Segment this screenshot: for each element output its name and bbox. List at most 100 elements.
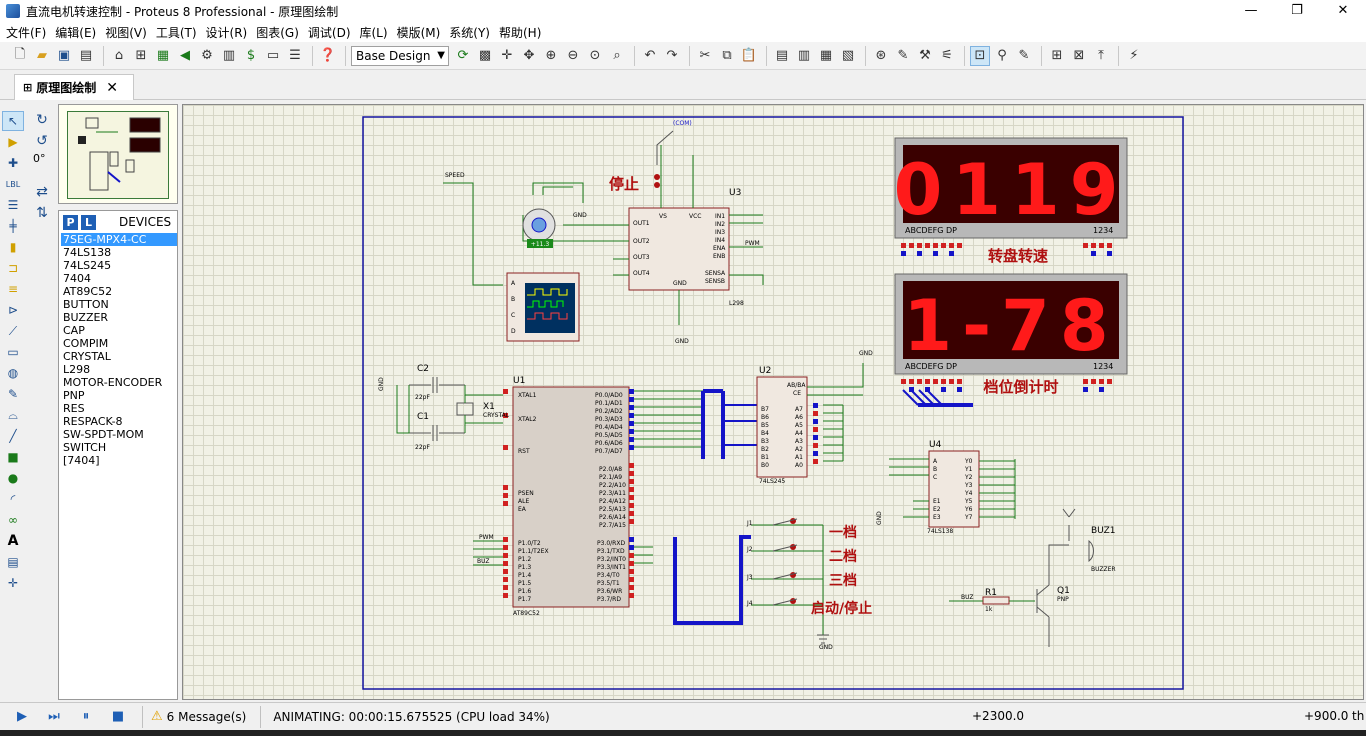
play-icon[interactable]: ▶ [17, 709, 27, 724]
device-list-item[interactable]: SW-SPDT-MOM [63, 428, 144, 441]
stop-icon[interactable]: ■ [111, 709, 125, 724]
zoom-in-icon[interactable]: ⊕ [545, 48, 557, 63]
zoom-area-icon[interactable]: ⌕ [613, 48, 621, 63]
paste-icon[interactable]: 📋 [740, 48, 758, 63]
device-list-item[interactable]: L298 [63, 363, 91, 376]
block-move-icon[interactable]: ▥ [797, 48, 811, 63]
menu-template[interactable]: 模版(M) [396, 25, 441, 40]
wire-autorouter-icon[interactable]: ⊡ [970, 45, 990, 66]
save-icon[interactable]: ▣ [57, 48, 71, 63]
cut-icon[interactable]: ✂ [699, 48, 711, 63]
text-script-mode-icon[interactable]: ☰ [7, 198, 19, 212]
menu-system[interactable]: 系统(Y) [449, 25, 490, 40]
device-list-item[interactable]: RESPACK-8 [63, 415, 123, 428]
bom-icon[interactable]: ▥ [222, 48, 236, 63]
redo-icon[interactable]: ↷ [666, 48, 678, 63]
source-code-icon[interactable]: $ [246, 48, 256, 63]
symbol-tool-icon[interactable]: ▤ [7, 555, 19, 569]
arc-tool-icon[interactable]: ◜ [10, 492, 16, 506]
close-project-icon[interactable]: ▤ [79, 48, 93, 63]
menu-file[interactable]: 文件(F) [6, 25, 47, 40]
probe-mode-icon[interactable]: ◍ [7, 366, 19, 380]
minimize-button[interactable]: — [1244, 3, 1258, 18]
generator-mode-icon[interactable]: ⊳ [7, 303, 19, 317]
property-tool-icon[interactable]: ✎ [1018, 48, 1030, 63]
notes-icon[interactable]: ☰ [289, 48, 301, 63]
mirror-horizontal-icon[interactable]: ⇄ [36, 184, 48, 200]
menu-graph[interactable]: 图表(G) [256, 25, 299, 40]
block-rotate-icon[interactable]: ▦ [819, 48, 833, 63]
block-delete-icon[interactable]: ▧ [841, 48, 855, 63]
home-icon[interactable]: ⌂ [114, 48, 124, 63]
schematic-canvas[interactable]: 0119 ABCDEFG DP 1234 转盘转速 1-78 ABCDEFG D… [182, 104, 1364, 700]
new-file-icon[interactable]: 🗋 [14, 46, 26, 62]
step-icon[interactable]: ⏭ [48, 709, 60, 724]
rotate-cw-icon[interactable]: ↻ [36, 112, 48, 128]
pick-device-icon[interactable]: ⊛ [875, 48, 887, 63]
copy-icon[interactable]: ⧉ [722, 48, 732, 63]
help-icon[interactable]: ❓ [319, 48, 337, 63]
design-explorer-icon[interactable]: ▭ [266, 48, 280, 63]
device-list-item[interactable]: RES [63, 402, 85, 415]
device-list-item[interactable]: 7404 [63, 272, 91, 285]
device-list-item[interactable]: 74LS245 [63, 259, 112, 272]
gerber-icon[interactable]: ⚙ [201, 48, 213, 63]
menu-debug[interactable]: 调试(D) [307, 25, 351, 40]
device-list-item[interactable]: SWITCH [63, 441, 107, 454]
voltage-probe-icon[interactable]: ✎ [7, 387, 19, 401]
pause-icon[interactable]: ⏸ [82, 709, 90, 724]
device-list-item[interactable]: CRYSTAL [63, 350, 111, 363]
line-tool-icon[interactable]: ╱ [9, 429, 17, 443]
search-icon[interactable]: ⚲ [997, 48, 1007, 63]
schematic-icon[interactable]: ⊞ [135, 48, 147, 63]
menu-library[interactable]: 库(L) [359, 25, 388, 40]
tape-recorder-icon[interactable]: ▭ [7, 345, 19, 359]
zoom-out-icon[interactable]: ⊖ [567, 48, 579, 63]
device-list-item[interactable]: PNP [63, 389, 85, 402]
library-manager-button[interactable]: L [81, 214, 96, 230]
electrical-check-icon[interactable]: ⚡ [1129, 48, 1139, 63]
package-tool-icon[interactable]: ⚒ [919, 48, 931, 63]
grid-icon[interactable]: ▩ [478, 48, 492, 63]
menu-edit[interactable]: 编辑(E) [55, 25, 97, 40]
rotate-ccw-icon[interactable]: ↺ [36, 133, 48, 149]
terminal-mode-icon[interactable]: ⊐ [7, 261, 19, 275]
device-list-item[interactable]: [7404] [63, 454, 100, 467]
origin-icon[interactable]: ✛ [501, 48, 513, 63]
box-tool-icon[interactable]: ■ [7, 450, 19, 464]
exit-parent-icon[interactable]: ⤒ [1098, 48, 1104, 63]
graph-mode-icon[interactable]: ⟋ [8, 323, 18, 338]
device-list-item[interactable]: BUZZER [63, 311, 109, 324]
bus-mode-icon[interactable]: ╪ [9, 219, 17, 233]
overview-window[interactable] [58, 104, 178, 204]
device-list-item[interactable]: BUTTON [63, 298, 109, 311]
device-list-item[interactable]: AT89C52 [63, 285, 113, 298]
junction-mode-icon[interactable]: ✚ [7, 156, 19, 170]
instrument-mode-icon[interactable]: ⌓ [8, 407, 18, 422]
3d-icon[interactable]: ◀ [180, 48, 190, 63]
device-pin-mode-icon[interactable]: ≡ [7, 282, 19, 296]
pcb-icon[interactable]: ▦ [156, 48, 170, 63]
make-device-icon[interactable]: ✎ [897, 48, 909, 63]
path-tool-icon[interactable]: ∞ [8, 513, 18, 527]
subcircuit-mode-icon[interactable]: ▮ [9, 240, 17, 254]
pan-icon[interactable]: ✥ [523, 48, 535, 63]
selection-mode-icon[interactable]: ↖ [2, 111, 24, 131]
device-list-item[interactable]: MOTOR-ENCODER [63, 376, 163, 389]
unit-indicator[interactable]: th [1352, 709, 1365, 723]
close-button[interactable]: ✕ [1337, 3, 1349, 18]
refresh-icon[interactable]: ⟳ [457, 48, 469, 63]
messages-indicator[interactable]: ⚠ 6 Message(s) [151, 709, 247, 724]
mirror-vertical-icon[interactable]: ⇅ [36, 205, 48, 221]
rotation-value[interactable]: 0° [33, 152, 46, 165]
undo-icon[interactable]: ↶ [644, 48, 656, 63]
menu-view[interactable]: 视图(V) [105, 25, 147, 40]
decompose-icon[interactable]: ⚟ [941, 48, 953, 63]
maximize-button[interactable]: ❐ [1291, 3, 1303, 18]
open-folder-icon[interactable]: ▰ [37, 48, 47, 63]
pick-devices-button[interactable]: P [63, 214, 78, 230]
marker-tool-icon[interactable]: ✛ [7, 576, 19, 590]
tab-close-icon[interactable]: ✕ [106, 79, 118, 96]
new-sheet-icon[interactable]: ⊞ [1051, 48, 1063, 63]
device-list-item[interactable]: COMPIM [63, 337, 109, 350]
